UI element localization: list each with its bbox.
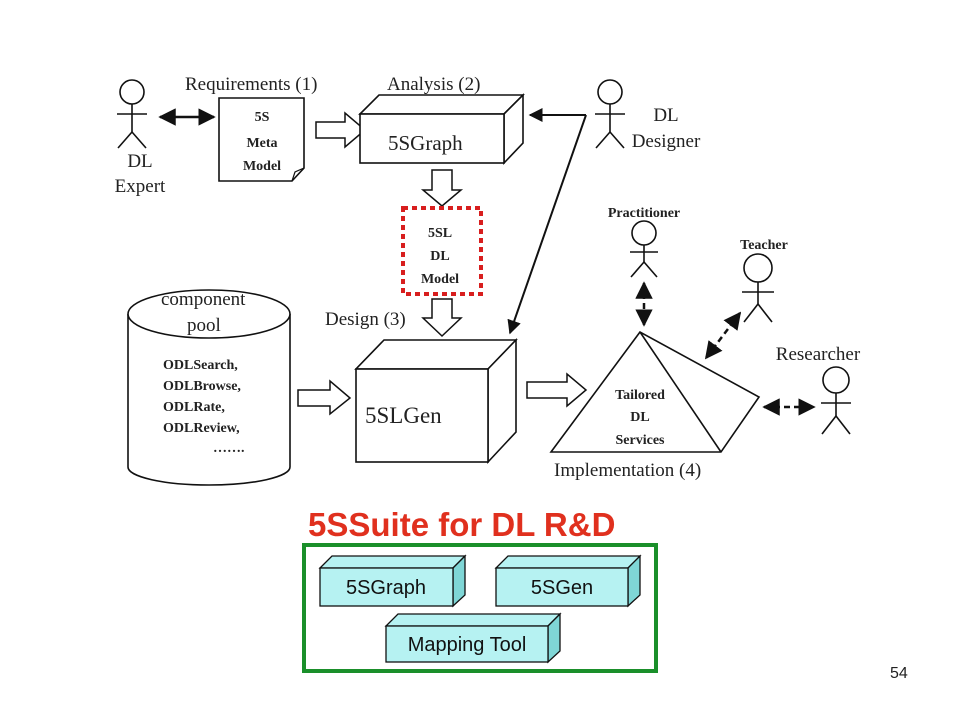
dl-expert-label-line1: DL [127, 151, 152, 172]
tool-mapping [384, 612, 562, 664]
services-line1: Tailored [615, 388, 665, 403]
dl-expert-label-line2: Expert [115, 176, 166, 197]
suite-title: 5SSuite for DL R&D [308, 506, 615, 543]
dl-model-line1: 5SL [428, 226, 452, 241]
dl-designer-label-line1: DL [653, 105, 678, 126]
component-item: ……. [213, 441, 245, 456]
design-label: Design (3) [325, 309, 406, 330]
services-line3: Services [616, 433, 666, 448]
services-line2: DL [630, 410, 649, 425]
designer-to-gen-arrow [507, 114, 587, 335]
model-to-gen-arrow [421, 298, 463, 338]
teacher-actor [742, 253, 774, 323]
practitioner-label: Practitioner [608, 206, 680, 221]
dl-designer-actor [595, 79, 625, 149]
practitioner-actor [630, 220, 658, 278]
component-item: ODLSearch, [163, 358, 238, 373]
dl-model-line2: DL [430, 249, 449, 264]
meta-model-document [218, 97, 305, 182]
meta-model-line1: 5S [255, 110, 270, 125]
component-item: ODLReview, [163, 421, 240, 436]
dl-designer-label-line2: Designer [632, 131, 701, 152]
teacher-services-arrow [704, 311, 742, 360]
pool-to-gen-arrow [297, 379, 352, 416]
graph-box [358, 93, 525, 166]
component-pool-title-line2: pool [187, 315, 221, 336]
tool-5sgen [494, 554, 642, 608]
suite-frame [302, 543, 658, 673]
gen-box [354, 338, 518, 465]
implementation-label: Implementation (4) [554, 460, 701, 481]
graph-to-model-arrow [420, 169, 464, 207]
analysis-label: Analysis (2) [387, 74, 480, 95]
component-pool-title-line1: component [161, 289, 246, 310]
dl-expert-actor [117, 79, 147, 149]
tool-5sgen-label: 5SGen [531, 577, 593, 599]
dl-model-line3: Model [421, 272, 459, 287]
meta-model-line3: Model [243, 159, 281, 174]
meta-model-line2: Meta [246, 136, 277, 151]
services-tent-edge [639, 331, 722, 453]
meta-to-graph-arrow [315, 111, 367, 149]
tool-5sgraph [318, 554, 467, 608]
tool-5sgraph-label: 5SGraph [346, 577, 426, 599]
dl-model-box [401, 206, 483, 296]
tool-mapping-label: Mapping Tool [408, 634, 527, 656]
gen-to-services-arrow [526, 372, 588, 408]
page-number: 54 [890, 665, 908, 682]
requirements-label: Requirements (1) [185, 74, 317, 95]
graph-box-label: 5SGraph [388, 131, 463, 155]
component-item: ODLRate, [163, 400, 225, 415]
teacher-label: Teacher [740, 238, 788, 253]
component-item: ODLBrowse, [163, 379, 241, 394]
component-pool-cylinder [127, 289, 291, 486]
researcher-label: Researcher [776, 344, 861, 365]
researcher-actor [821, 366, 851, 435]
gen-box-label: 5SLGen [365, 403, 442, 428]
